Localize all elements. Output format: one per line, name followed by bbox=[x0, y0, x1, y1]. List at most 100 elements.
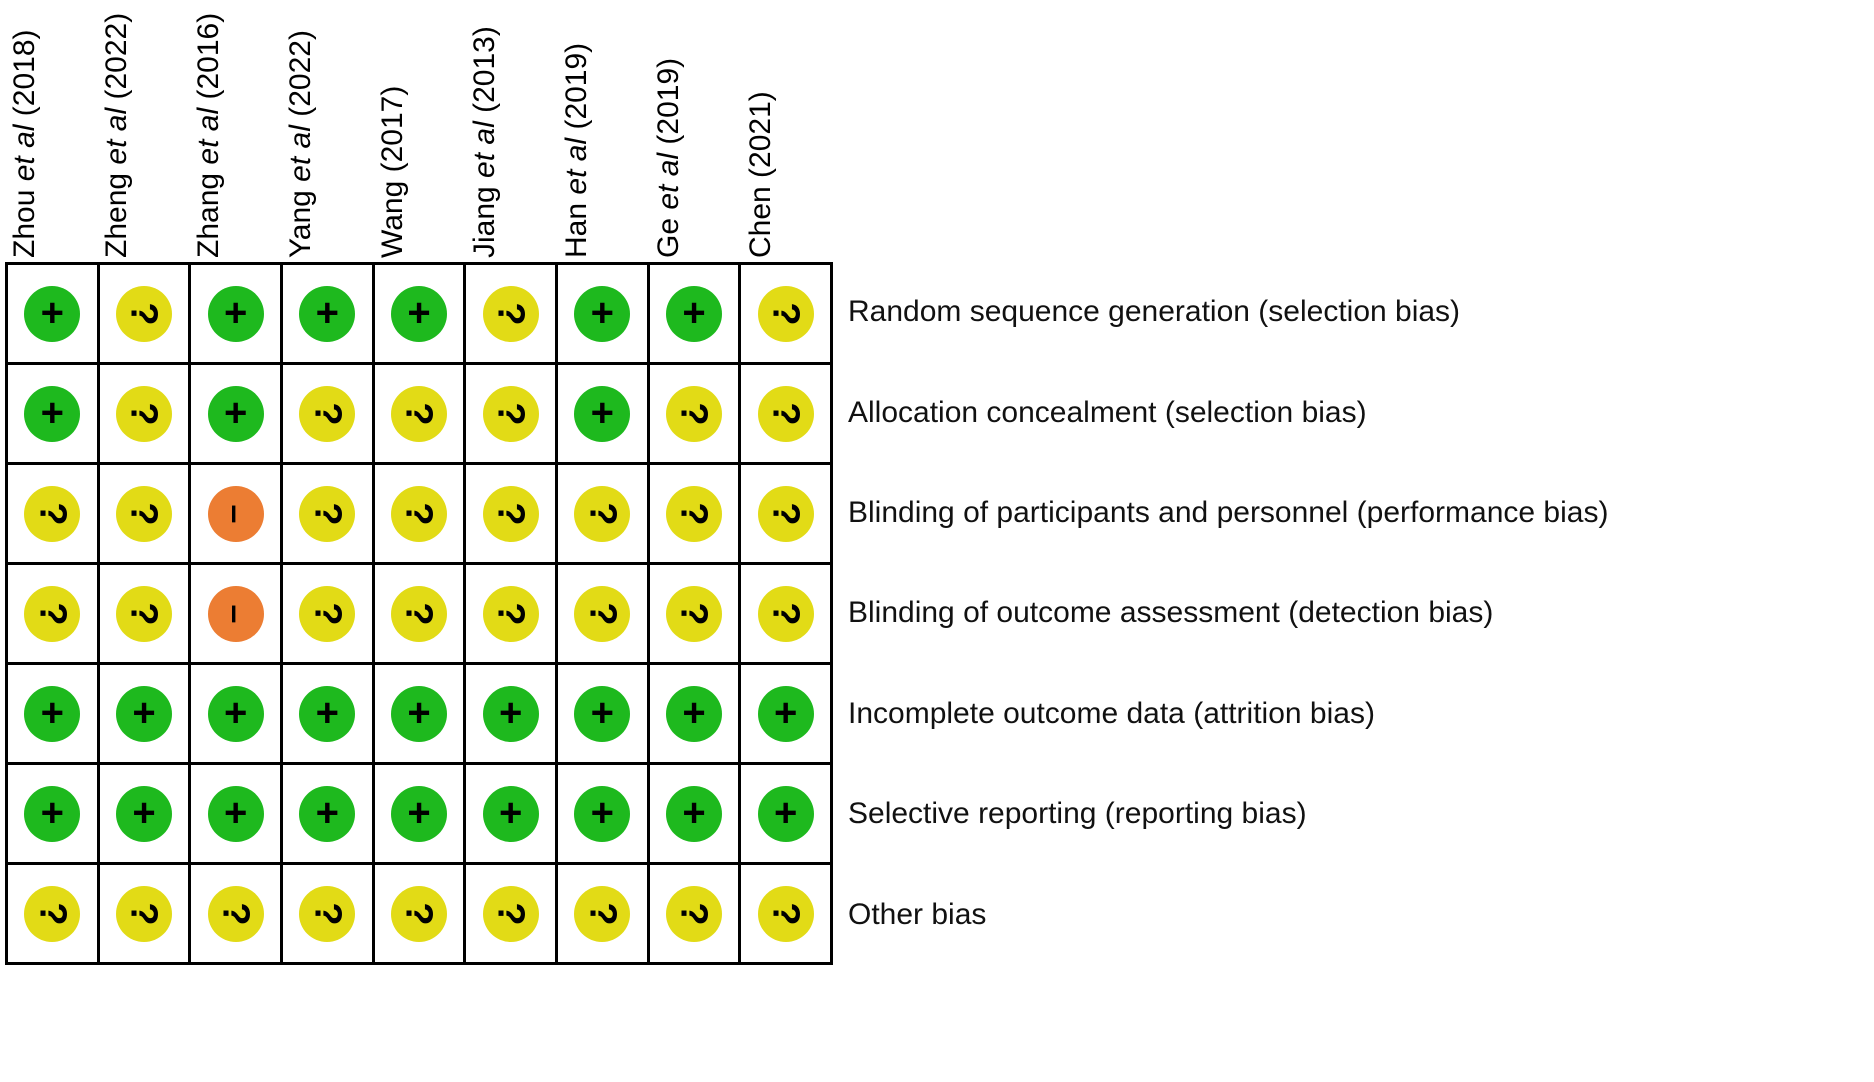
judgement-glyph: ? bbox=[489, 401, 532, 426]
judgement-unclear-icon: ? bbox=[299, 885, 356, 942]
judgement-cell: ? bbox=[8, 865, 100, 962]
judgement-glyph: ? bbox=[31, 901, 74, 926]
judgement-cell: + bbox=[375, 265, 467, 362]
judgement-cell: ? bbox=[100, 365, 192, 462]
judgement-glyph: + bbox=[590, 390, 615, 435]
judgement-cell: ? bbox=[375, 865, 467, 962]
judgement-glyph: + bbox=[223, 290, 248, 335]
judgement-cell: – bbox=[191, 565, 284, 662]
column-header-zhang: Zhang et al (2016) bbox=[189, 0, 281, 262]
study-year: (2019) bbox=[560, 42, 593, 130]
judgement-cell: ? bbox=[466, 565, 559, 662]
judgement-glyph: + bbox=[132, 790, 156, 835]
study-author: Zheng bbox=[100, 172, 133, 258]
judgement-low-icon: + bbox=[299, 785, 356, 842]
judgement-glyph: ? bbox=[581, 501, 624, 526]
study-year: (2017) bbox=[376, 85, 409, 173]
judgement-unclear-icon: ? bbox=[482, 285, 539, 342]
judgement-unclear-icon: ? bbox=[391, 885, 448, 942]
column-header-wang: Wang (2017) bbox=[373, 0, 465, 262]
judgement-low-icon: + bbox=[299, 685, 356, 742]
study-etal: et al bbox=[192, 107, 225, 165]
judgement-glyph: + bbox=[40, 290, 64, 335]
row-label: Selective reporting (reporting bias) bbox=[848, 797, 1307, 831]
judgement-low-icon: + bbox=[24, 285, 81, 342]
judgement-glyph: + bbox=[40, 790, 64, 835]
judgement-cell: ? bbox=[283, 865, 375, 962]
study-year: (2016) bbox=[192, 12, 225, 100]
judgement-cell: + bbox=[283, 665, 375, 762]
judgement-glyph: ? bbox=[764, 401, 807, 426]
judgement-low-icon: + bbox=[299, 285, 356, 342]
row-label: Incomplete outcome data (attrition bias) bbox=[848, 696, 1375, 730]
judgement-glyph: + bbox=[774, 690, 798, 735]
row-label: Other bias bbox=[848, 897, 987, 931]
judgement-glyph: + bbox=[40, 390, 64, 435]
judgement-unclear-icon: ? bbox=[757, 385, 814, 442]
judgement-cell: – bbox=[191, 465, 284, 562]
study-etal: et al bbox=[100, 107, 133, 165]
judgement-cell: + bbox=[8, 765, 100, 862]
judgement-glyph: ? bbox=[123, 301, 165, 326]
judgement-glyph: + bbox=[223, 790, 248, 835]
row-label-column: Random sequence generation (selection bi… bbox=[848, 262, 1868, 965]
judgement-cell: ? bbox=[558, 865, 650, 962]
judgement-cell: ? bbox=[283, 365, 375, 462]
judgement-unclear-icon: ? bbox=[482, 385, 539, 442]
judgement-low-icon: + bbox=[391, 285, 448, 342]
judgement-low-icon: + bbox=[482, 685, 539, 742]
judgement-low-icon: + bbox=[207, 785, 264, 842]
judgement-cell: ? bbox=[466, 865, 559, 962]
judgement-low-icon: + bbox=[574, 785, 631, 842]
column-header-label: Zhou et al (2018) bbox=[8, 29, 41, 258]
judgement-cell: + bbox=[283, 765, 375, 862]
judgement-unclear-icon: ? bbox=[757, 885, 814, 942]
judgement-cell: + bbox=[191, 265, 284, 362]
judgement-unclear-icon: ? bbox=[482, 485, 539, 542]
judgement-glyph: ? bbox=[306, 601, 349, 626]
judgement-cell: + bbox=[375, 765, 467, 862]
column-header-label: Chen (2021) bbox=[744, 91, 777, 258]
table-row: +?+++?++? bbox=[8, 265, 830, 365]
study-etal: et al bbox=[468, 121, 501, 178]
judgement-glyph: + bbox=[590, 690, 615, 735]
judgement-cell: ? bbox=[283, 565, 375, 662]
judgement-glyph: ? bbox=[31, 601, 74, 626]
column-header-label: Zheng et al (2022) bbox=[100, 13, 133, 258]
column-header-zhou: Zhou et al (2018) bbox=[5, 0, 97, 262]
study-author: Han bbox=[560, 202, 593, 258]
column-header-label: Ge et al (2019) bbox=[652, 58, 685, 258]
judgement-cell: + bbox=[8, 265, 100, 362]
judgement-glyph: ? bbox=[123, 601, 165, 626]
judgement-cell: + bbox=[466, 765, 559, 862]
judgement-glyph: + bbox=[682, 790, 706, 835]
judgement-cell: + bbox=[558, 265, 650, 362]
column-header-chen: Chen (2021) bbox=[741, 0, 833, 262]
column-header-label: Jiang et al (2013) bbox=[468, 26, 501, 258]
judgement-glyph: + bbox=[590, 290, 615, 335]
judgement-low-icon: + bbox=[482, 785, 539, 842]
judgement-cell: ? bbox=[558, 465, 650, 562]
judgement-cell: ? bbox=[650, 465, 742, 562]
judgement-cell: ? bbox=[741, 365, 830, 462]
judgement-cell: ? bbox=[375, 365, 467, 462]
judgement-low-icon: + bbox=[207, 685, 264, 742]
judgement-low-icon: + bbox=[207, 385, 264, 442]
judgement-low-icon: + bbox=[666, 785, 723, 842]
judgement-unclear-icon: ? bbox=[24, 585, 81, 642]
judgement-unclear-icon: ? bbox=[757, 485, 814, 542]
judgement-glyph: ? bbox=[673, 901, 716, 926]
study-author: Yang bbox=[284, 190, 317, 258]
judgement-unclear-icon: ? bbox=[299, 385, 356, 442]
judgement-low-icon: + bbox=[757, 785, 814, 842]
judgement-glyph: + bbox=[223, 690, 248, 735]
judgement-unclear-icon: ? bbox=[116, 285, 172, 342]
judgement-glyph: ? bbox=[123, 501, 165, 526]
judgement-glyph: + bbox=[315, 290, 340, 335]
study-year: (2022) bbox=[284, 30, 317, 117]
judgement-glyph: + bbox=[682, 290, 706, 335]
judgement-cell: ? bbox=[558, 565, 650, 662]
judgement-glyph: + bbox=[223, 390, 248, 435]
judgement-glyph: ? bbox=[123, 901, 165, 926]
row-label: Random sequence generation (selection bi… bbox=[848, 295, 1461, 329]
